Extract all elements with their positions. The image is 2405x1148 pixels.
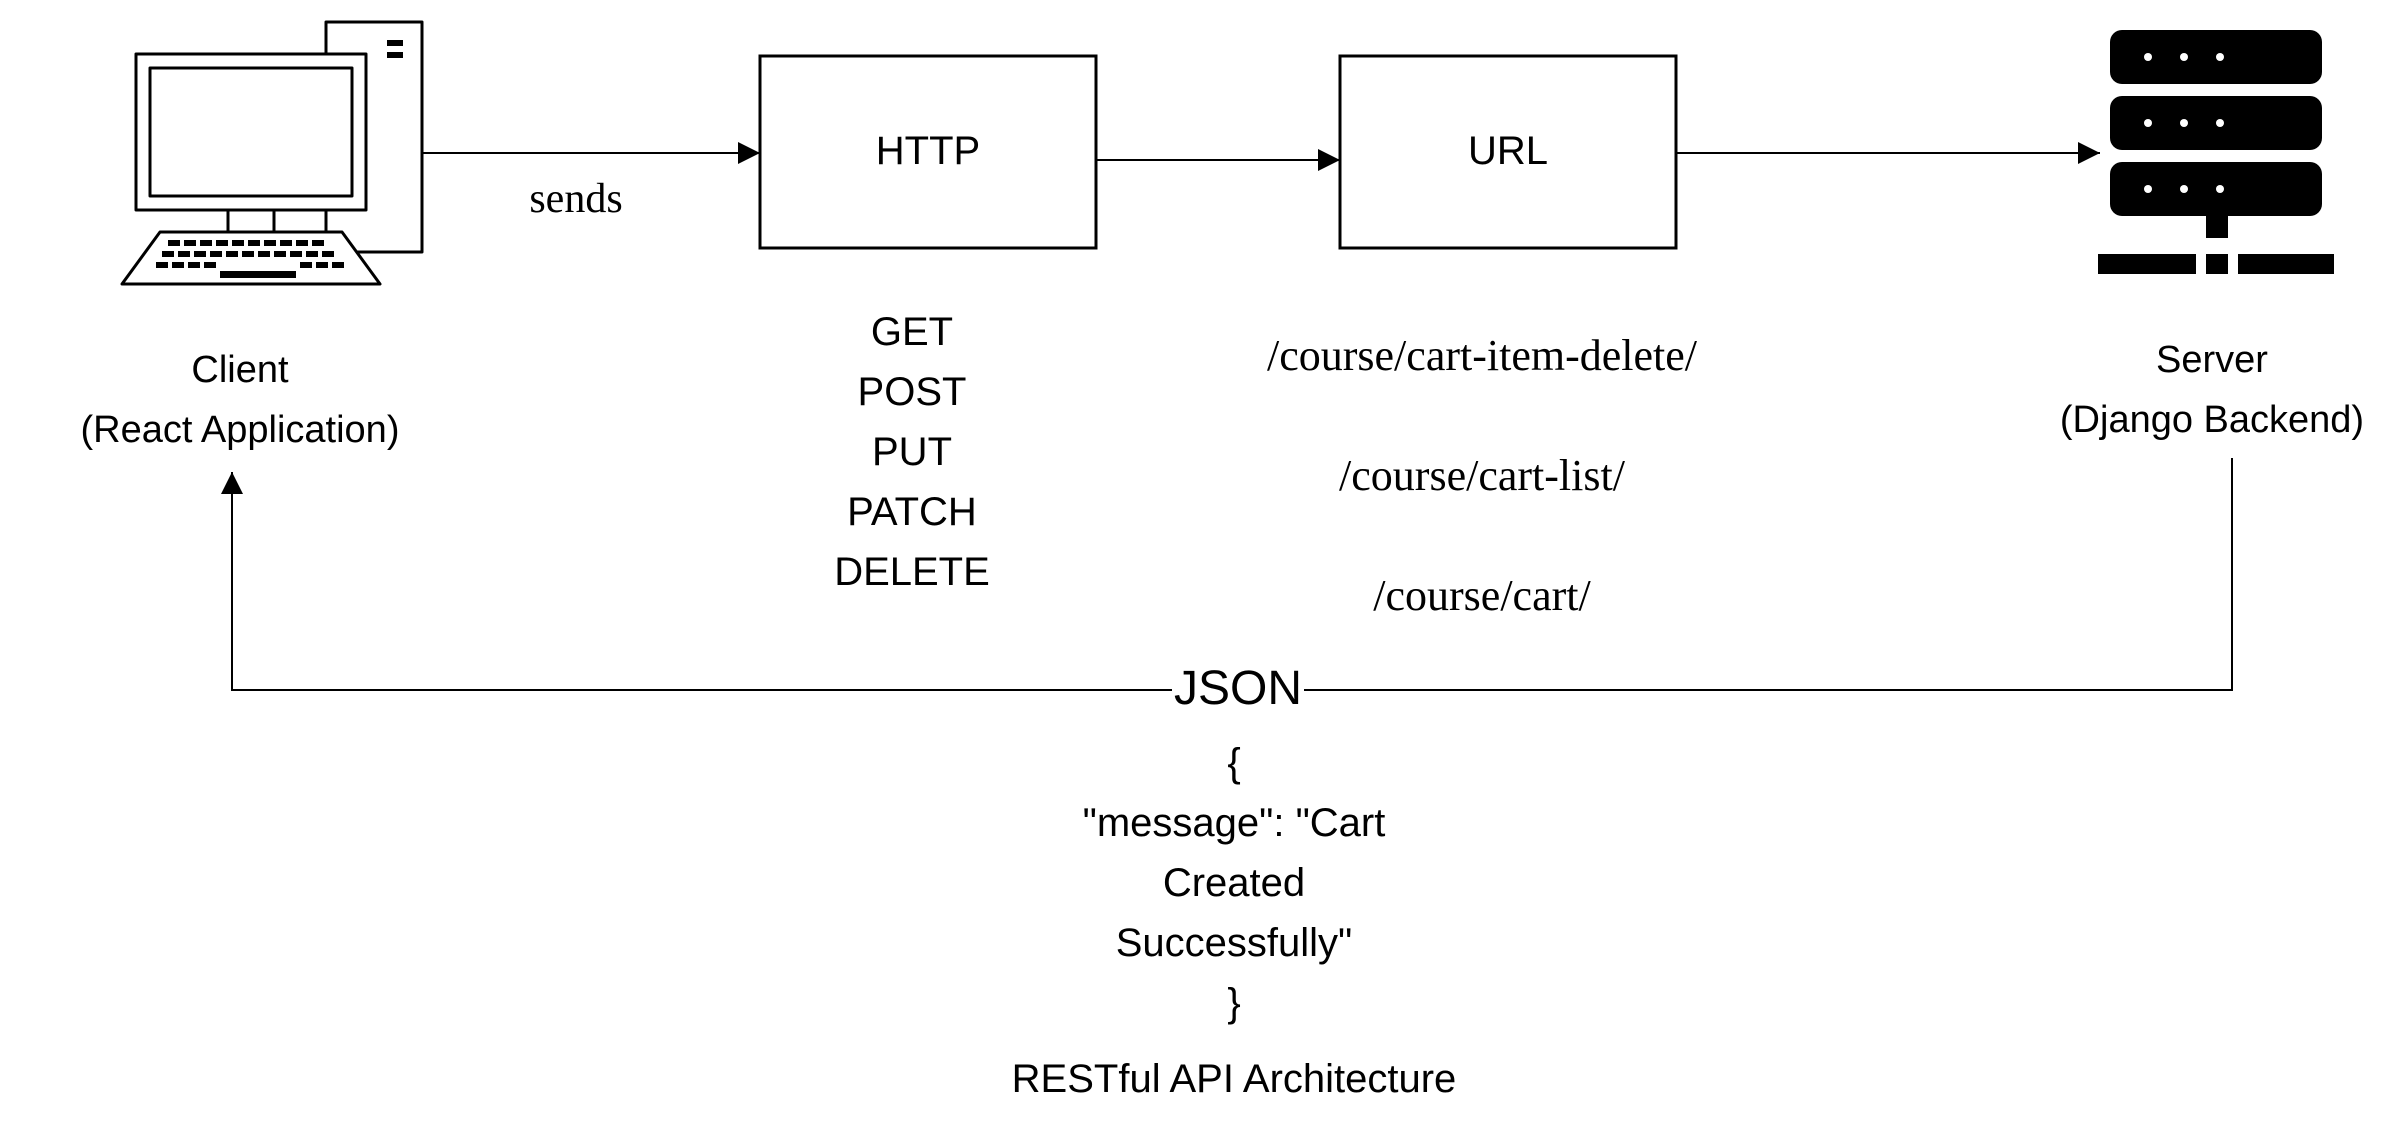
json-line: Created [1163,861,1305,905]
http-methods-list: GET POST PUT PATCH DELETE [834,310,990,594]
url-path: /course/cart/ [1373,571,1591,620]
http-method: PATCH [847,490,977,534]
http-method: GET [871,310,953,354]
url-paths-list: /course/cart-item-delete/ /course/cart-l… [1267,331,1698,620]
http-box [758,54,1098,250]
http-box-label: HTTP [876,129,980,173]
json-line: Successfully" [1116,921,1353,965]
diagram-caption: RESTful API Architecture [1012,1057,1457,1101]
json-response-body: { "message": "Cart Created Successfully"… [1083,741,1386,1025]
json-line: } [1227,981,1240,1025]
url-box-label: URL [1468,129,1548,173]
json-label: JSON [1174,662,1302,715]
http-method: PUT [872,430,952,474]
http-method: DELETE [834,550,990,594]
desktop-computer-icon [120,20,424,286]
json-line: "message": "Cart [1083,801,1386,845]
server-sublabel: (Django Backend) [2060,399,2364,441]
http-method: POST [858,370,967,414]
client-label: Client [191,349,289,391]
server-rack-icon [2098,30,2334,274]
server-label: Server [2156,339,2268,381]
url-path: /course/cart-item-delete/ [1267,331,1698,380]
sends-label: sends [529,176,622,222]
url-box [1338,54,1678,250]
client-sublabel: (React Application) [81,409,400,451]
json-response-arrow [221,472,1172,691]
url-path: /course/cart-list/ [1339,451,1626,500]
json-response-line-right [1304,458,2233,691]
json-line: { [1227,741,1240,785]
